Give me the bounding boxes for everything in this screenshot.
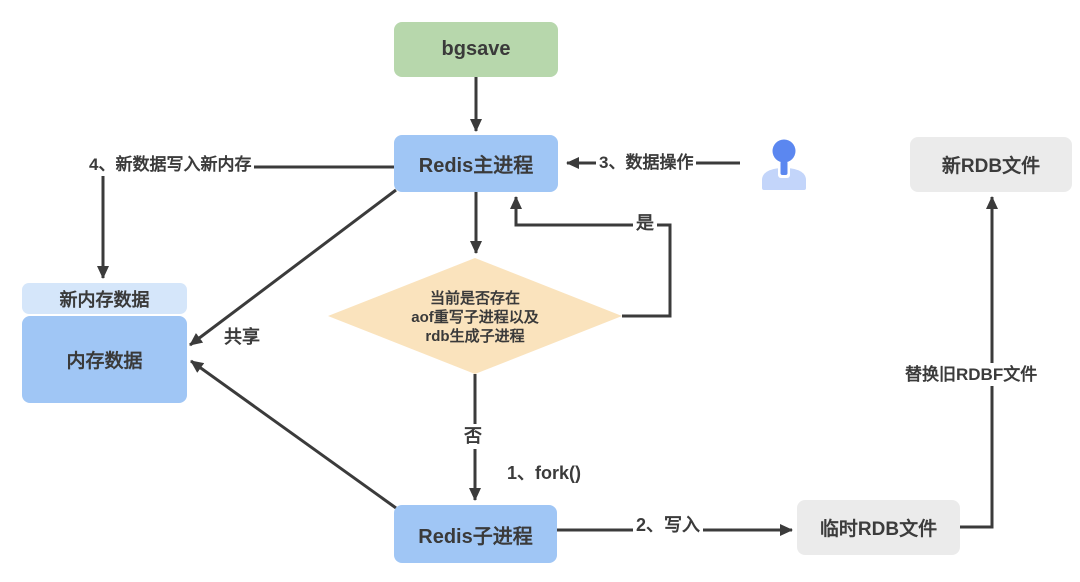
edge-child-to-memory-share — [190, 359, 397, 510]
label-fork: 1、fork() — [504, 461, 585, 486]
decision-diamond — [328, 258, 622, 374]
node-new-rdb-file: 新RDB文件 — [910, 137, 1072, 192]
label-data-operation: 3、数据操作 — [596, 151, 697, 175]
label-yes: 是 — [633, 211, 657, 236]
label-share: 共享 — [221, 325, 263, 350]
edge-main-to-memory-share — [189, 188, 397, 347]
node-new-memory-data: 新内存数据 — [22, 283, 187, 314]
node-memory-data: 内存数据 — [22, 316, 187, 403]
decision-line-2: aof重写子进程以及 — [411, 308, 539, 326]
person-icon — [760, 138, 808, 192]
label-replace-old-rdb: 替换旧RDBF文件 — [902, 363, 1041, 387]
edge-decision-yes-to-main — [510, 196, 672, 318]
node-bgsave: bgsave — [394, 22, 558, 77]
label-no: 否 — [461, 424, 485, 449]
label-write: 2、写入 — [633, 513, 704, 538]
edge-temprdb-to-newrdb — [960, 196, 998, 529]
node-redis-main-process: Redis主进程 — [394, 135, 558, 192]
label-write-new-memory: 4、新数据写入新内存 — [86, 153, 255, 177]
decision-line-3: rdb生成子进程 — [425, 327, 525, 345]
node-temp-rdb-file: 临时RDB文件 — [797, 500, 960, 555]
decision-label: 当前是否存在 aof重写子进程以及 rdb生成子进程 — [328, 262, 622, 372]
decision-line-1: 当前是否存在 — [429, 289, 520, 307]
node-redis-child-process: Redis子进程 — [394, 505, 557, 563]
